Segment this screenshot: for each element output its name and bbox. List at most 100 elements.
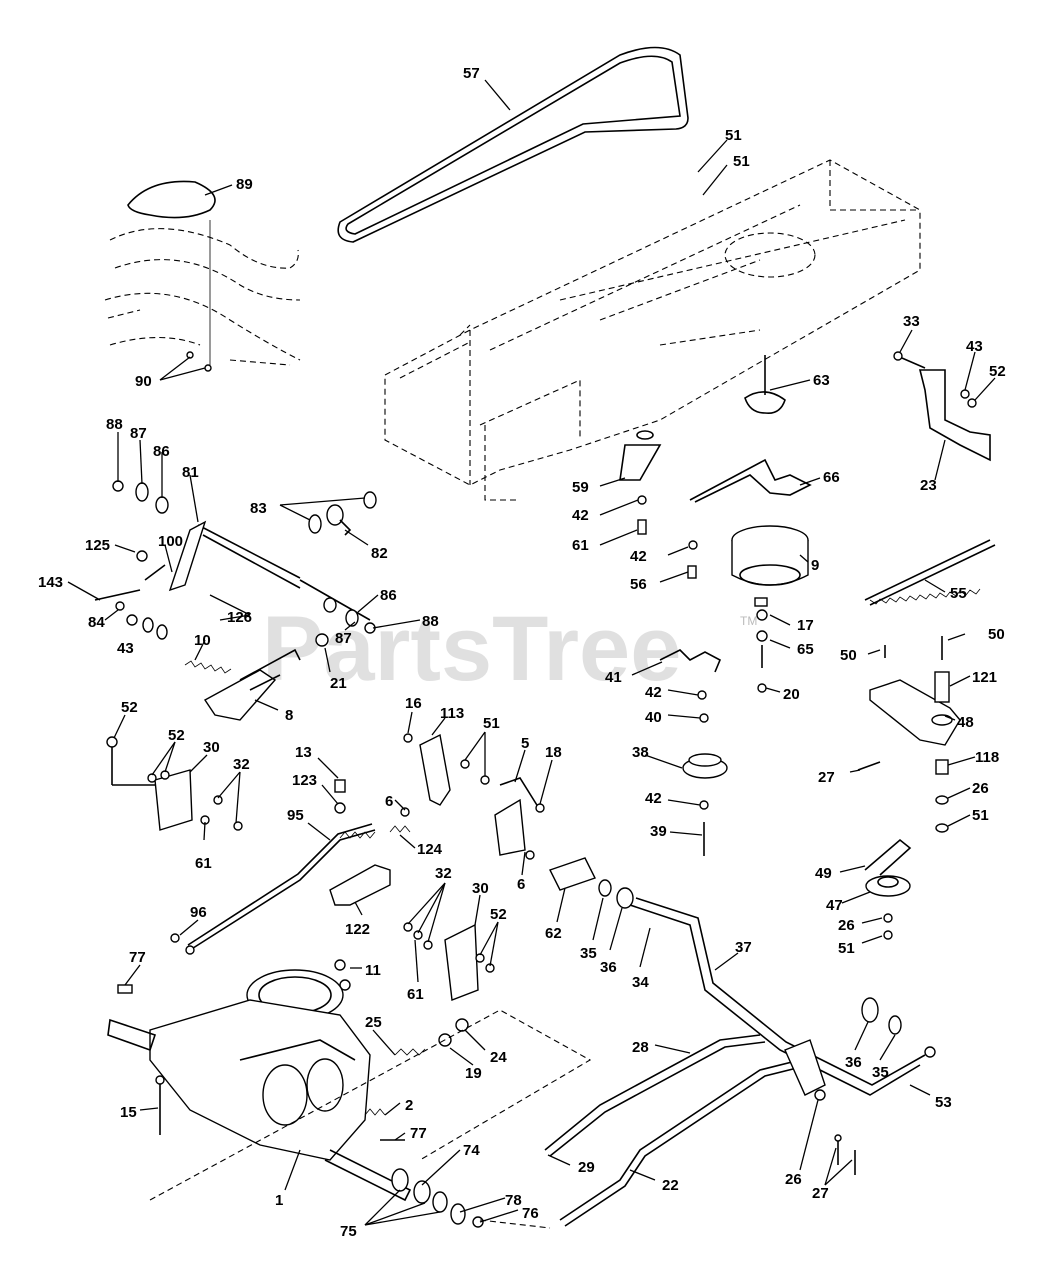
callout-50[interactable]: 50 <box>988 626 1005 643</box>
callout-28[interactable]: 28 <box>632 1039 649 1056</box>
callout-61[interactable]: 61 <box>407 986 424 1003</box>
callout-1[interactable]: 1 <box>275 1192 283 1209</box>
callout-56[interactable]: 56 <box>630 576 647 593</box>
callout-83[interactable]: 83 <box>250 500 267 517</box>
callout-35[interactable]: 35 <box>872 1064 889 1081</box>
callout-55[interactable]: 55 <box>950 585 967 602</box>
callout-48[interactable]: 48 <box>957 714 974 731</box>
callout-42[interactable]: 42 <box>630 548 647 565</box>
callout-41[interactable]: 41 <box>605 669 622 686</box>
callout-38[interactable]: 38 <box>632 744 649 761</box>
callout-6[interactable]: 6 <box>517 876 525 893</box>
callout-32[interactable]: 32 <box>233 756 250 773</box>
callout-21[interactable]: 21 <box>330 675 347 692</box>
callout-32[interactable]: 32 <box>435 865 452 882</box>
callout-59[interactable]: 59 <box>572 479 589 496</box>
callout-57[interactable]: 57 <box>463 65 480 82</box>
callout-86[interactable]: 86 <box>380 587 397 604</box>
callout-26[interactable]: 26 <box>972 780 989 797</box>
callout-49[interactable]: 49 <box>815 865 832 882</box>
callout-51[interactable]: 51 <box>972 807 989 824</box>
callout-33[interactable]: 33 <box>903 313 920 330</box>
callout-10[interactable]: 10 <box>194 632 211 649</box>
callout-143[interactable]: 143 <box>38 574 63 591</box>
callout-20[interactable]: 20 <box>783 686 800 703</box>
callout-61[interactable]: 61 <box>195 855 212 872</box>
callout-88[interactable]: 88 <box>422 613 439 630</box>
callout-6[interactable]: 6 <box>385 793 393 810</box>
callout-61[interactable]: 61 <box>572 537 589 554</box>
callout-51[interactable]: 51 <box>483 715 500 732</box>
callout-30[interactable]: 30 <box>203 739 220 756</box>
callout-84[interactable]: 84 <box>88 614 105 631</box>
callout-126[interactable]: 126 <box>227 609 252 626</box>
callout-77[interactable]: 77 <box>410 1125 427 1142</box>
callout-22[interactable]: 22 <box>662 1177 679 1194</box>
callout-36[interactable]: 36 <box>845 1054 862 1071</box>
callout-9[interactable]: 9 <box>811 557 819 574</box>
callout-35[interactable]: 35 <box>580 945 597 962</box>
callout-51[interactable]: 51 <box>733 153 750 170</box>
callout-50[interactable]: 50 <box>840 647 857 664</box>
callout-96[interactable]: 96 <box>190 904 207 921</box>
callout-26[interactable]: 26 <box>785 1171 802 1188</box>
callout-51[interactable]: 51 <box>838 940 855 957</box>
callout-62[interactable]: 62 <box>545 925 562 942</box>
callout-34[interactable]: 34 <box>632 974 649 991</box>
callout-87[interactable]: 87 <box>335 630 352 647</box>
callout-51[interactable]: 51 <box>725 127 742 144</box>
callout-87[interactable]: 87 <box>130 425 147 442</box>
callout-74[interactable]: 74 <box>463 1142 480 1159</box>
callout-81[interactable]: 81 <box>182 464 199 481</box>
callout-40[interactable]: 40 <box>645 709 662 726</box>
callout-17[interactable]: 17 <box>797 617 814 634</box>
callout-42[interactable]: 42 <box>572 507 589 524</box>
callout-27[interactable]: 27 <box>812 1185 829 1202</box>
callout-23[interactable]: 23 <box>920 477 937 494</box>
callout-75[interactable]: 75 <box>340 1223 357 1240</box>
callout-43[interactable]: 43 <box>117 640 134 657</box>
callout-95[interactable]: 95 <box>287 807 304 824</box>
callout-19[interactable]: 19 <box>465 1065 482 1082</box>
callout-42[interactable]: 42 <box>645 790 662 807</box>
callout-37[interactable]: 37 <box>735 939 752 956</box>
callout-52[interactable]: 52 <box>989 363 1006 380</box>
callout-8[interactable]: 8 <box>285 707 293 724</box>
callout-25[interactable]: 25 <box>365 1014 382 1031</box>
callout-123[interactable]: 123 <box>292 772 317 789</box>
callout-82[interactable]: 82 <box>371 545 388 562</box>
callout-78[interactable]: 78 <box>505 1192 522 1209</box>
callout-65[interactable]: 65 <box>797 641 814 658</box>
callout-124[interactable]: 124 <box>417 841 443 858</box>
callout-36[interactable]: 36 <box>600 959 617 976</box>
callout-77[interactable]: 77 <box>129 949 146 966</box>
callout-11[interactable]: 11 <box>365 962 381 979</box>
callout-52[interactable]: 52 <box>168 727 185 744</box>
callout-100[interactable]: 100 <box>158 533 183 550</box>
callout-2[interactable]: 2 <box>405 1097 413 1114</box>
callout-118[interactable]: 118 <box>975 749 999 766</box>
callout-16[interactable]: 16 <box>405 695 422 712</box>
callout-30[interactable]: 30 <box>472 880 489 897</box>
callout-76[interactable]: 76 <box>522 1205 539 1222</box>
callout-39[interactable]: 39 <box>650 823 667 840</box>
callout-15[interactable]: 15 <box>120 1104 137 1121</box>
callout-52[interactable]: 52 <box>121 699 138 716</box>
callout-18[interactable]: 18 <box>545 744 562 761</box>
callout-26[interactable]: 26 <box>838 917 855 934</box>
callout-121[interactable]: 121 <box>972 669 997 686</box>
callout-27[interactable]: 27 <box>818 769 835 786</box>
callout-52[interactable]: 52 <box>490 906 507 923</box>
callout-43[interactable]: 43 <box>966 338 983 355</box>
callout-53[interactable]: 53 <box>935 1094 952 1111</box>
callout-63[interactable]: 63 <box>813 372 830 389</box>
callout-86[interactable]: 86 <box>153 443 170 460</box>
callout-66[interactable]: 66 <box>823 469 840 486</box>
callout-90[interactable]: 90 <box>135 373 152 390</box>
callout-88[interactable]: 88 <box>106 416 123 433</box>
callout-29[interactable]: 29 <box>578 1159 595 1176</box>
callout-89[interactable]: 89 <box>236 176 253 193</box>
callout-47[interactable]: 47 <box>826 897 843 914</box>
callout-125[interactable]: 125 <box>85 537 110 554</box>
callout-42[interactable]: 42 <box>645 684 662 701</box>
